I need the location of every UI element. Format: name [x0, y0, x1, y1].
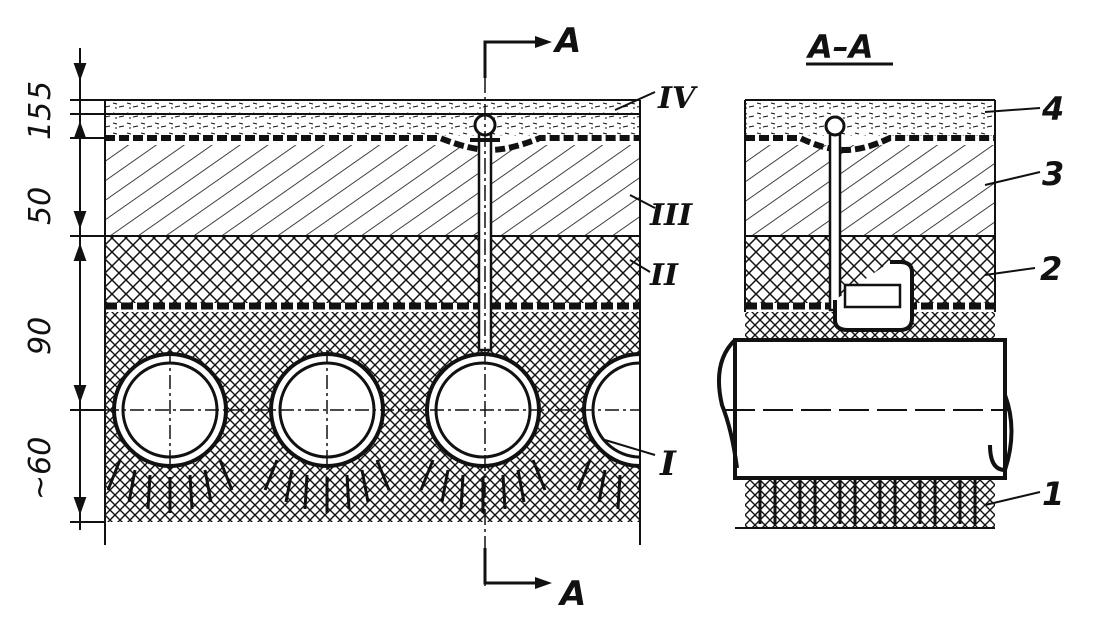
section-view: A A IV III II I 5 15 [23, 21, 698, 614]
layer-label-ii: II [649, 258, 679, 293]
side-label-4: 4 [1041, 90, 1064, 128]
dim-50: 50 [23, 187, 58, 225]
pipe-fins [106, 459, 622, 513]
pipe-side [717, 338, 1014, 480]
side-view: A–A [717, 28, 1064, 529]
side-label-2: 2 [1040, 250, 1062, 288]
side-view-title: A–A [805, 28, 874, 66]
section-marker-bottom: A [483, 548, 586, 614]
layer-insulation [105, 237, 640, 303]
layer-label-iii: III [649, 198, 693, 233]
layer-label-iv: IV [657, 81, 698, 116]
dim-90: 90 [23, 317, 58, 355]
section-marker-bottom-label: A [557, 574, 586, 614]
side-label-3: 3 [1042, 155, 1064, 193]
layer-label-i: I [659, 444, 677, 484]
hook-bolt [824, 115, 914, 332]
layer-screed [105, 114, 640, 136]
dim-60: ~60 [23, 437, 58, 500]
dimension-chain [70, 48, 105, 530]
section-marker-top: A [483, 21, 581, 78]
section-marker-top-label: A [552, 21, 581, 61]
side-label-1: 1 [1042, 475, 1064, 513]
dim-5: 5 [23, 81, 58, 100]
layer-finish [105, 100, 640, 115]
dim-15: 15 [23, 102, 58, 140]
layer-slab [105, 145, 640, 235]
